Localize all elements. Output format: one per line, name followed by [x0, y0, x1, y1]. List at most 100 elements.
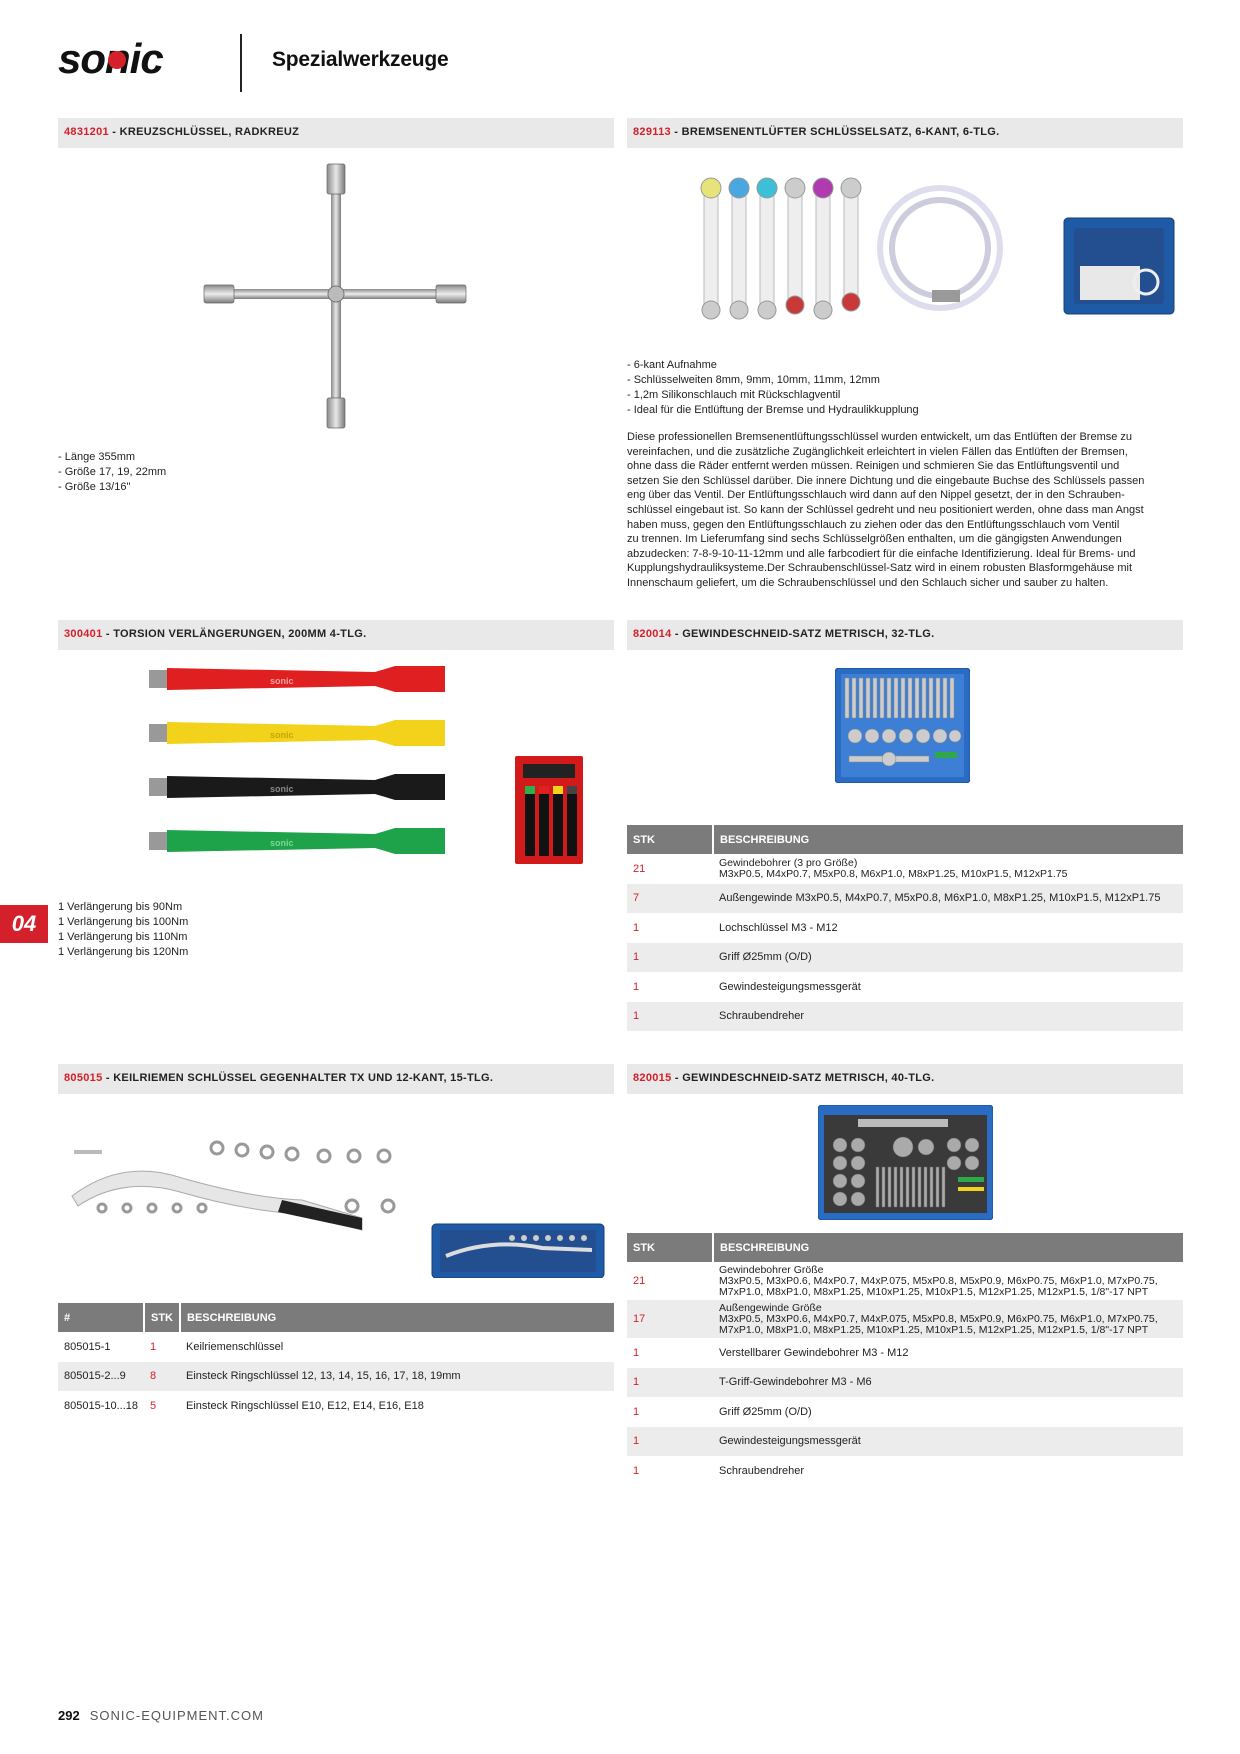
- tap-die-set-40-image: [818, 1105, 993, 1220]
- table-header-row: STK BESCHREIBUNG: [627, 825, 1183, 854]
- column-header: STK: [144, 1303, 181, 1332]
- qty-cell: 8: [144, 1361, 180, 1391]
- extension-bar-black: sonic: [149, 774, 445, 800]
- extension-bar-green: sonic: [149, 828, 445, 854]
- desc-cell: Keilriemenschlüssel: [186, 1340, 284, 1353]
- chapter-tab: 04: [0, 905, 48, 943]
- desc-line: Gewindebohrer (3 pro Größe): [719, 856, 858, 869]
- desc-cell: Schraubendreher: [719, 1464, 805, 1477]
- column-header: BESCHREIBUNG: [180, 1303, 614, 1332]
- desc-line: Außengewinde Größe: [719, 1301, 822, 1314]
- bar-logo-text: sonic: [270, 784, 294, 794]
- extension-holder: [515, 756, 583, 864]
- section-bar-4831201: 4831201 - KREUZSCHLÜSSEL, RADKREUZ: [58, 118, 614, 148]
- desc-cell: Gewindesteigungsmessgerät: [719, 980, 861, 993]
- brake-bleeder-set-image: [700, 177, 1175, 320]
- qty-cell: 5: [150, 1399, 157, 1412]
- sonic-logo: sonic: [58, 40, 164, 78]
- bullet-item: 1 Verlängerung bis 90Nm: [58, 901, 183, 913]
- table-row: 1 Schraubendreher: [627, 1456, 1183, 1486]
- table-row: 805015-10...18 5 Einsteck Ringschlüssel …: [58, 1391, 614, 1421]
- bullets-4831201: - Länge 355mm - Größe 17, 19, 22mm - Grö…: [58, 450, 166, 495]
- bullet-item: - Länge 355mm: [58, 451, 136, 463]
- section-bar-820015: 820015 - GEWINDESCHNEID-SATZ METRISCH, 4…: [627, 1064, 1183, 1094]
- table-row: 1 Lochschlüssel M3 - M12: [627, 913, 1183, 943]
- bullet-item: 1 Verlängerung bis 120Nm: [58, 946, 189, 958]
- bar-logo-text: sonic: [270, 676, 294, 686]
- check-valve: [932, 290, 960, 302]
- paragraph-line: schlüssel eingebaut ist. So kann der Sch…: [627, 503, 1144, 516]
- qty-cell: 1: [633, 1346, 640, 1359]
- ring-inserts: [96, 1140, 396, 1214]
- paragraph-line: zu trennen. Im Lieferumfang sind sechs S…: [627, 533, 1122, 546]
- bullet-item: - 6-kant Aufnahme: [627, 359, 717, 371]
- desc-line: Gewindebohrer Größe: [719, 1263, 824, 1276]
- desc-cell: Gewindebohrer (3 pro Größe)M3xP0.5, M4xP…: [713, 854, 1183, 884]
- desc-line: M7xP1.0, M8xP1.0, M8xP1.25, M10xP1.25, M…: [719, 1323, 1149, 1336]
- product-title: - GEWINDESCHNEID-SATZ METRISCH, 32-TLG.: [671, 628, 935, 640]
- section-bar-820014: 820014 - GEWINDESCHNEID-SATZ METRISCH, 3…: [627, 620, 1183, 650]
- header-divider: [240, 34, 242, 92]
- number-cell: 805015-2...9: [58, 1361, 144, 1391]
- column-header: #: [58, 1303, 145, 1332]
- product-title: - GEWINDESCHNEID-SATZ METRISCH, 40-TLG.: [671, 1072, 935, 1084]
- qty-cell: 1: [627, 942, 713, 972]
- desc-cell: Außengewinde M3xP0.5, M4xP0.7, M5xP0.8, …: [713, 883, 1183, 913]
- parts-table-820014: STK BESCHREIBUNG 21 Gewindebohrer (3 pro…: [627, 825, 1183, 1031]
- table-row: 1 Gewindesteigungsmessgerät: [627, 1426, 1183, 1456]
- qty-cell: 7: [627, 883, 713, 913]
- column-header: STK: [627, 825, 714, 854]
- table-row: 1 Gewindesteigungsmessgerät: [627, 972, 1183, 1002]
- bullet-item: - Größe 17, 19, 22mm: [58, 466, 167, 478]
- paragraph-line: vereinfachen, und die zusätzliche Zugäng…: [627, 445, 1128, 458]
- qty-cell: 1: [633, 1405, 640, 1418]
- table-row: 7 Außengewinde M3xP0.5, M4xP0.7, M5xP0.8…: [627, 883, 1183, 913]
- table-header-row: # STK BESCHREIBUNG: [58, 1303, 614, 1332]
- qty-cell: 17: [627, 1300, 713, 1338]
- product-code: 829113: [633, 126, 671, 138]
- product-title: - TORSION VERLÄNGERUNGEN, 200MM 4-TLG.: [102, 628, 367, 640]
- paragraph-line: Kupplungshydrauliksysteme.Der Schraubens…: [627, 562, 1133, 575]
- product-code: 820015: [633, 1072, 672, 1084]
- torsion-extensions-image: sonic sonic sonic sonic: [149, 666, 583, 864]
- section-bar-300401: 300401 - TORSION VERLÄNGERUNGEN, 200MM 4…: [58, 620, 614, 650]
- column-header: STK: [627, 1233, 714, 1262]
- paragraph-line: eng über das Ventil. Der Entlüftungsschl…: [627, 489, 1125, 502]
- table-row: 1 T-Griff-Gewindebohrer M3 - M6: [627, 1367, 1183, 1397]
- table-row: 805015-1 1 Keilriemenschlüssel: [58, 1332, 614, 1362]
- bullet-item: 1 Verlängerung bis 100Nm: [58, 916, 189, 928]
- paragraph-line: ohne dass die Räder entfernt werden müss…: [627, 460, 1120, 473]
- product-code: 805015: [64, 1072, 103, 1084]
- desc-line: M7xP1.0, M8xP1.0, M8xP1.25, M10xP1.25, M…: [719, 1285, 1149, 1298]
- desc-cell: T-Griff-Gewindebohrer M3 - M6: [713, 1367, 1183, 1397]
- qty-cell: 21: [633, 862, 646, 875]
- column-header: BESCHREIBUNG: [713, 1233, 1183, 1262]
- desc-line: M3xP0.5, M4xP0.7, M5xP0.8, M6xP1.0, M8xP…: [719, 867, 1068, 880]
- website-link[interactable]: SONIC-EQUIPMENT.COM: [89, 1708, 264, 1723]
- section-bar-829113: 829113 - BREMSENENTLÜFTER SCHLÜSSELSATZ,…: [627, 118, 1183, 148]
- table-row: 1 Schraubendreher: [627, 1001, 1183, 1031]
- table-row: 1 Griff Ø25mm (O/D): [627, 942, 1183, 972]
- extension-bar-yellow: sonic: [149, 720, 445, 746]
- desc-cell: Schraubendreher: [713, 1001, 1183, 1031]
- bleeder-wrenches: [700, 177, 862, 320]
- qty-cell: 1: [633, 921, 640, 934]
- desc-cell: Einsteck Ringschlüssel 12, 13, 14, 15, 1…: [180, 1361, 614, 1391]
- blue-case: [431, 1223, 605, 1278]
- product-code: 300401: [64, 628, 103, 640]
- belt-wrench-set-image: [71, 1140, 605, 1278]
- product-title: - KEILRIEMEN SCHLÜSSEL GEGENHALTER TX UN…: [102, 1072, 494, 1084]
- desc-cell: Griff Ø25mm (O/D): [719, 1405, 812, 1418]
- paragraph-line: abzudecken: 7-8-9-10-11-12mm und alle fa…: [627, 547, 1136, 560]
- desc-line: M3xP0.5, M3xP0.6, M4xP0.7, M4xP.075, M5x…: [719, 1274, 1158, 1287]
- bullets-829113: - 6-kant Aufnahme - Schlüsselweiten 8mm,…: [627, 358, 919, 418]
- product-code: 4831201: [64, 126, 109, 138]
- desc-cell: Lochschlüssel M3 - M12: [719, 921, 838, 934]
- table-row: 805015-2...9 8 Einsteck Ringschlüssel 12…: [58, 1361, 614, 1391]
- cross-wrench-image: [203, 163, 467, 429]
- page-header: sonic Spezialwerkzeuge: [58, 30, 1188, 92]
